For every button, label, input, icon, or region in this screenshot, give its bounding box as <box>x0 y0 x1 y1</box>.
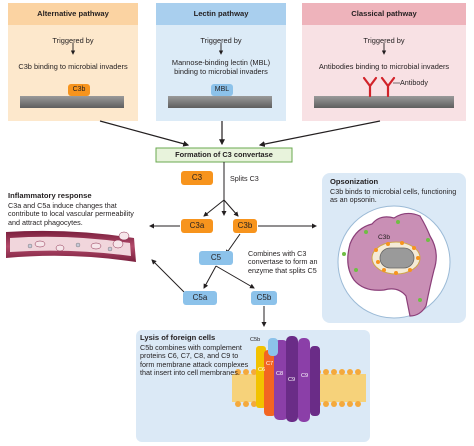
cascade-arrows <box>149 162 317 327</box>
c3a-label: C3a <box>189 221 205 230</box>
mac-c5b-label: C5b <box>250 337 261 343</box>
c5-note: Combines with C3 convertase to form an e… <box>248 249 318 275</box>
alternative-c3b-marker-label: C3b <box>72 86 86 93</box>
lectin-pathway-title: Lectin pathway <box>156 3 286 25</box>
inflammatory-text: C3a and C5a induce changes that contribu… <box>8 201 134 227</box>
c3-box <box>181 171 213 185</box>
inflammatory-title: Inflammatory response <box>8 191 92 200</box>
alternative-surface <box>20 96 124 108</box>
c5-label: C5 <box>210 253 222 262</box>
c3a-box <box>181 219 213 233</box>
c3-label: C3 <box>191 173 203 182</box>
c5a-label: C5a <box>192 293 208 302</box>
classical-description: Antibodies binding to microbial invaders <box>318 62 450 71</box>
pathway-small-arrows <box>70 43 387 55</box>
lectin-mbl-marker <box>211 84 233 96</box>
c5b-label: C5b <box>256 293 272 302</box>
splits-c3-label: Splits C3 <box>230 174 259 183</box>
lysis-title: Lysis of foreign cells <box>140 333 216 342</box>
opsonization-c3b-label: C3b <box>378 234 391 241</box>
c3b-label: C3b <box>237 221 253 230</box>
lysis-text: C5b combines with complement proteins C6… <box>140 343 249 378</box>
opsonization-title: Opsonization <box>330 177 379 186</box>
lectin-surface <box>168 96 272 108</box>
mac-c9-label-1: C9 <box>288 377 296 383</box>
blood-vessel-illustration <box>6 230 136 262</box>
mac-c9-label-2: C9 <box>301 373 309 379</box>
opsonization-text: C3b binds to microbial cells, functionin… <box>330 187 457 205</box>
membrane-attack-complex <box>256 336 320 422</box>
convertase-title: Formation of C3 convertase <box>175 150 273 159</box>
antibody-label: Antibody <box>400 78 428 87</box>
lectin-mbl-marker-label: MBL <box>214 86 230 93</box>
c5-box <box>199 251 233 265</box>
phagocyte-illustration <box>342 212 437 317</box>
mac-c7-label: C7 <box>266 361 274 367</box>
alternative-triggered-by: Triggered by <box>52 36 94 45</box>
alternative-description: C3b binding to microbial invaders <box>18 62 128 71</box>
classical-pathway-title: Classical pathway <box>302 3 466 25</box>
lectin-description: Mannose-binding lectin (MBL) binding to … <box>171 58 271 76</box>
c5a-box <box>183 291 217 305</box>
lectin-triggered-by: Triggered by <box>200 36 242 45</box>
antibody-icon <box>362 76 396 98</box>
alternative-c3b-marker <box>68 84 90 96</box>
c3b-box <box>233 219 257 233</box>
c5b-box <box>251 291 277 305</box>
mac-c8-label: C8 <box>276 371 284 377</box>
alternative-pathway-title: Alternative pathway <box>8 3 138 25</box>
mac-c6-label: C6 <box>258 367 266 373</box>
converging-arrows <box>99 120 381 148</box>
classical-surface <box>314 96 454 108</box>
classical-triggered-by: Triggered by <box>363 36 405 45</box>
